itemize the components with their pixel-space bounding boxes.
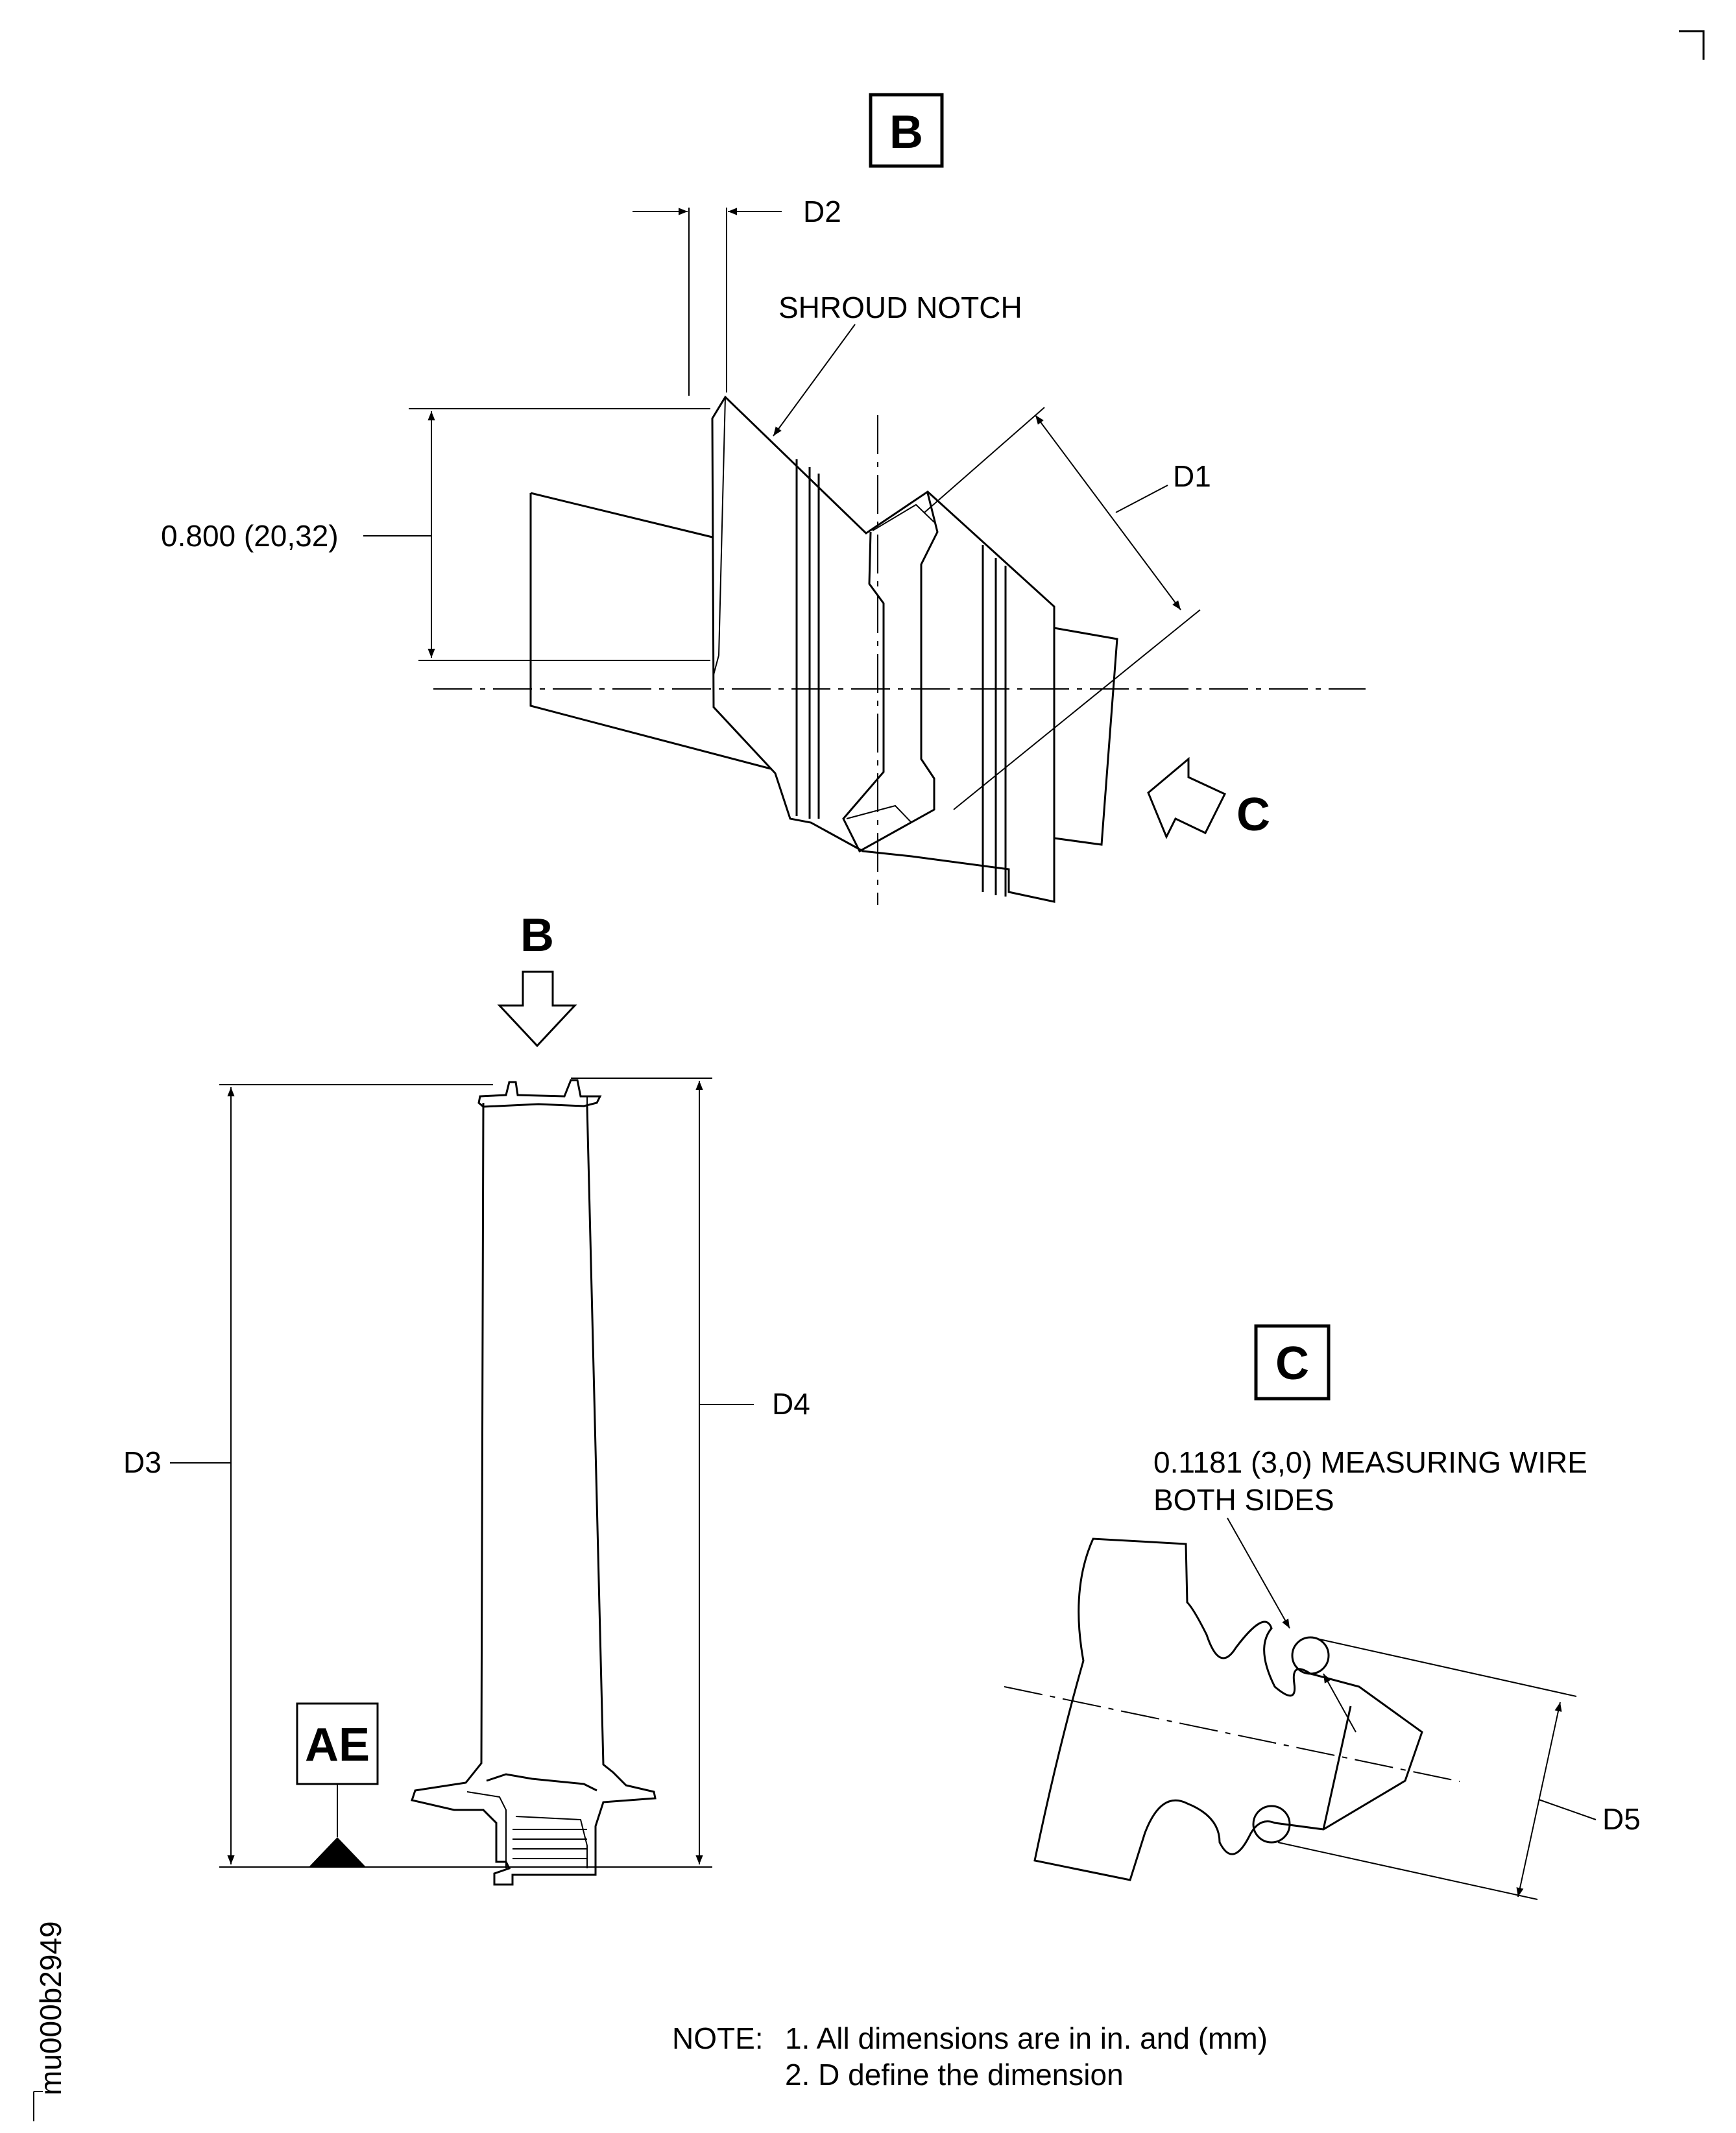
- view-c: C 0.1181 (3,0) MEASURING WIRE BOTH SIDES…: [1004, 1324, 1641, 1900]
- view-b-label-box: [869, 93, 944, 168]
- d5-label: D5: [1602, 1802, 1641, 1836]
- blade-tip-shroud: [477, 1079, 602, 1108]
- wire-note-line1: 0.1181 (3,0) MEASURING WIRE: [1153, 1445, 1587, 1479]
- airfoil-left: [529, 492, 771, 770]
- corner-mark: [1679, 30, 1705, 60]
- d3-label: D3: [123, 1445, 162, 1479]
- figure-id-bracket: [33, 2091, 43, 2121]
- note-line1: 1. All dimensions are in in. and (mm): [785, 2021, 1268, 2055]
- measuring-wire-top: [1291, 1636, 1330, 1675]
- view-c-label-box: [1254, 1324, 1331, 1401]
- view-b-arrow: [497, 970, 577, 1048]
- airfoil-right: [1054, 627, 1118, 846]
- view-c-arrow-label: C: [1236, 789, 1270, 841]
- note: NOTE: 1. All dimensions are in in. and (…: [672, 2021, 1268, 2091]
- note-heading: NOTE:: [672, 2021, 764, 2055]
- dim-0800-label: 0.800 (20,32): [161, 519, 339, 553]
- view-b-arrow-label: B: [520, 910, 554, 961]
- view-b: B D2 SHROUD NOTCH 0.800 (20,32) D1: [161, 93, 1366, 905]
- figure-id: mu000b2949: [34, 1921, 67, 2095]
- d1-label: D1: [1173, 459, 1211, 493]
- view-c-label: C: [1275, 1338, 1309, 1390]
- d2-label: D2: [803, 195, 841, 228]
- view-b-label: B: [889, 106, 923, 158]
- shroud-outline: [711, 395, 1055, 903]
- datum-label: AE: [305, 1719, 370, 1771]
- note-line2: 2. D define the dimension: [785, 2058, 1124, 2091]
- wire-note-line2: BOTH SIDES: [1153, 1483, 1334, 1517]
- measuring-wire-bottom: [1252, 1805, 1291, 1844]
- shroud-notch-label: SHROUD NOTCH: [778, 291, 1022, 324]
- blade-side-view: B D3 D4 AE: [123, 910, 810, 1886]
- d4-label: D4: [772, 1387, 810, 1421]
- datum-triangle: [309, 1837, 366, 1867]
- view-c-arrow: [1147, 756, 1227, 839]
- shroud-notch: [842, 492, 939, 853]
- fir-tree-root: [1033, 1537, 1423, 1881]
- blade-outline: [411, 1102, 657, 1886]
